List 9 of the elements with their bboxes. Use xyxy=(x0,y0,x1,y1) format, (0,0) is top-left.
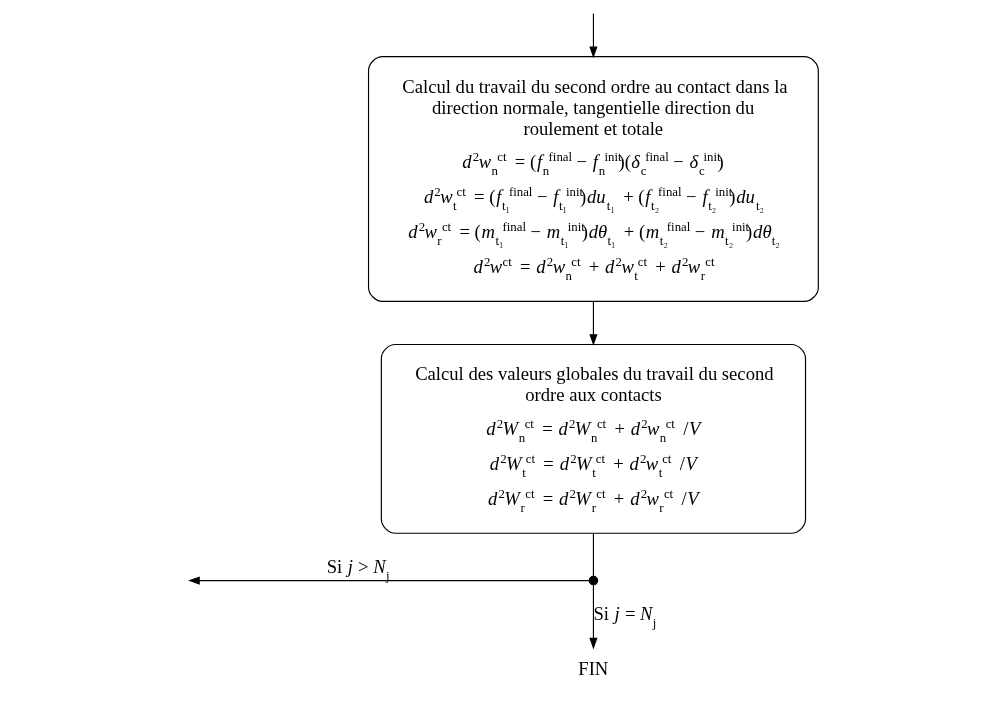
arrow xyxy=(589,300,598,346)
edge-label: Si j = N$_{j}$ xyxy=(593,602,657,630)
arrow xyxy=(589,584,598,650)
arrow xyxy=(589,13,598,59)
node-circle xyxy=(588,575,599,586)
node-text: FIN xyxy=(578,658,609,680)
node-box: Calcul des valeurs globales du travail du second ordre aux contacts d$^{2}$W$_{n}$$^{ct}$ = d$^{2}$W$_{n}$$^{ct}$ + d$^{2}$w$_{n}$$^{ct}$ /V d$^{2}$W$_{t}$$^{ct}$ = d$^{2}$W$_{t}$$^{ct}$ + d$^{2}$w$_{t}$$^{ct}$ /V d$^{2}$W$_{r}$$^{ct}$ = d$^{2}$W$_{r}$$^{ct}$ + d$^{2}$w$_{r}$$^{ct}$ /V xyxy=(380,343,807,534)
arrow xyxy=(188,576,590,585)
connector xyxy=(592,532,595,577)
